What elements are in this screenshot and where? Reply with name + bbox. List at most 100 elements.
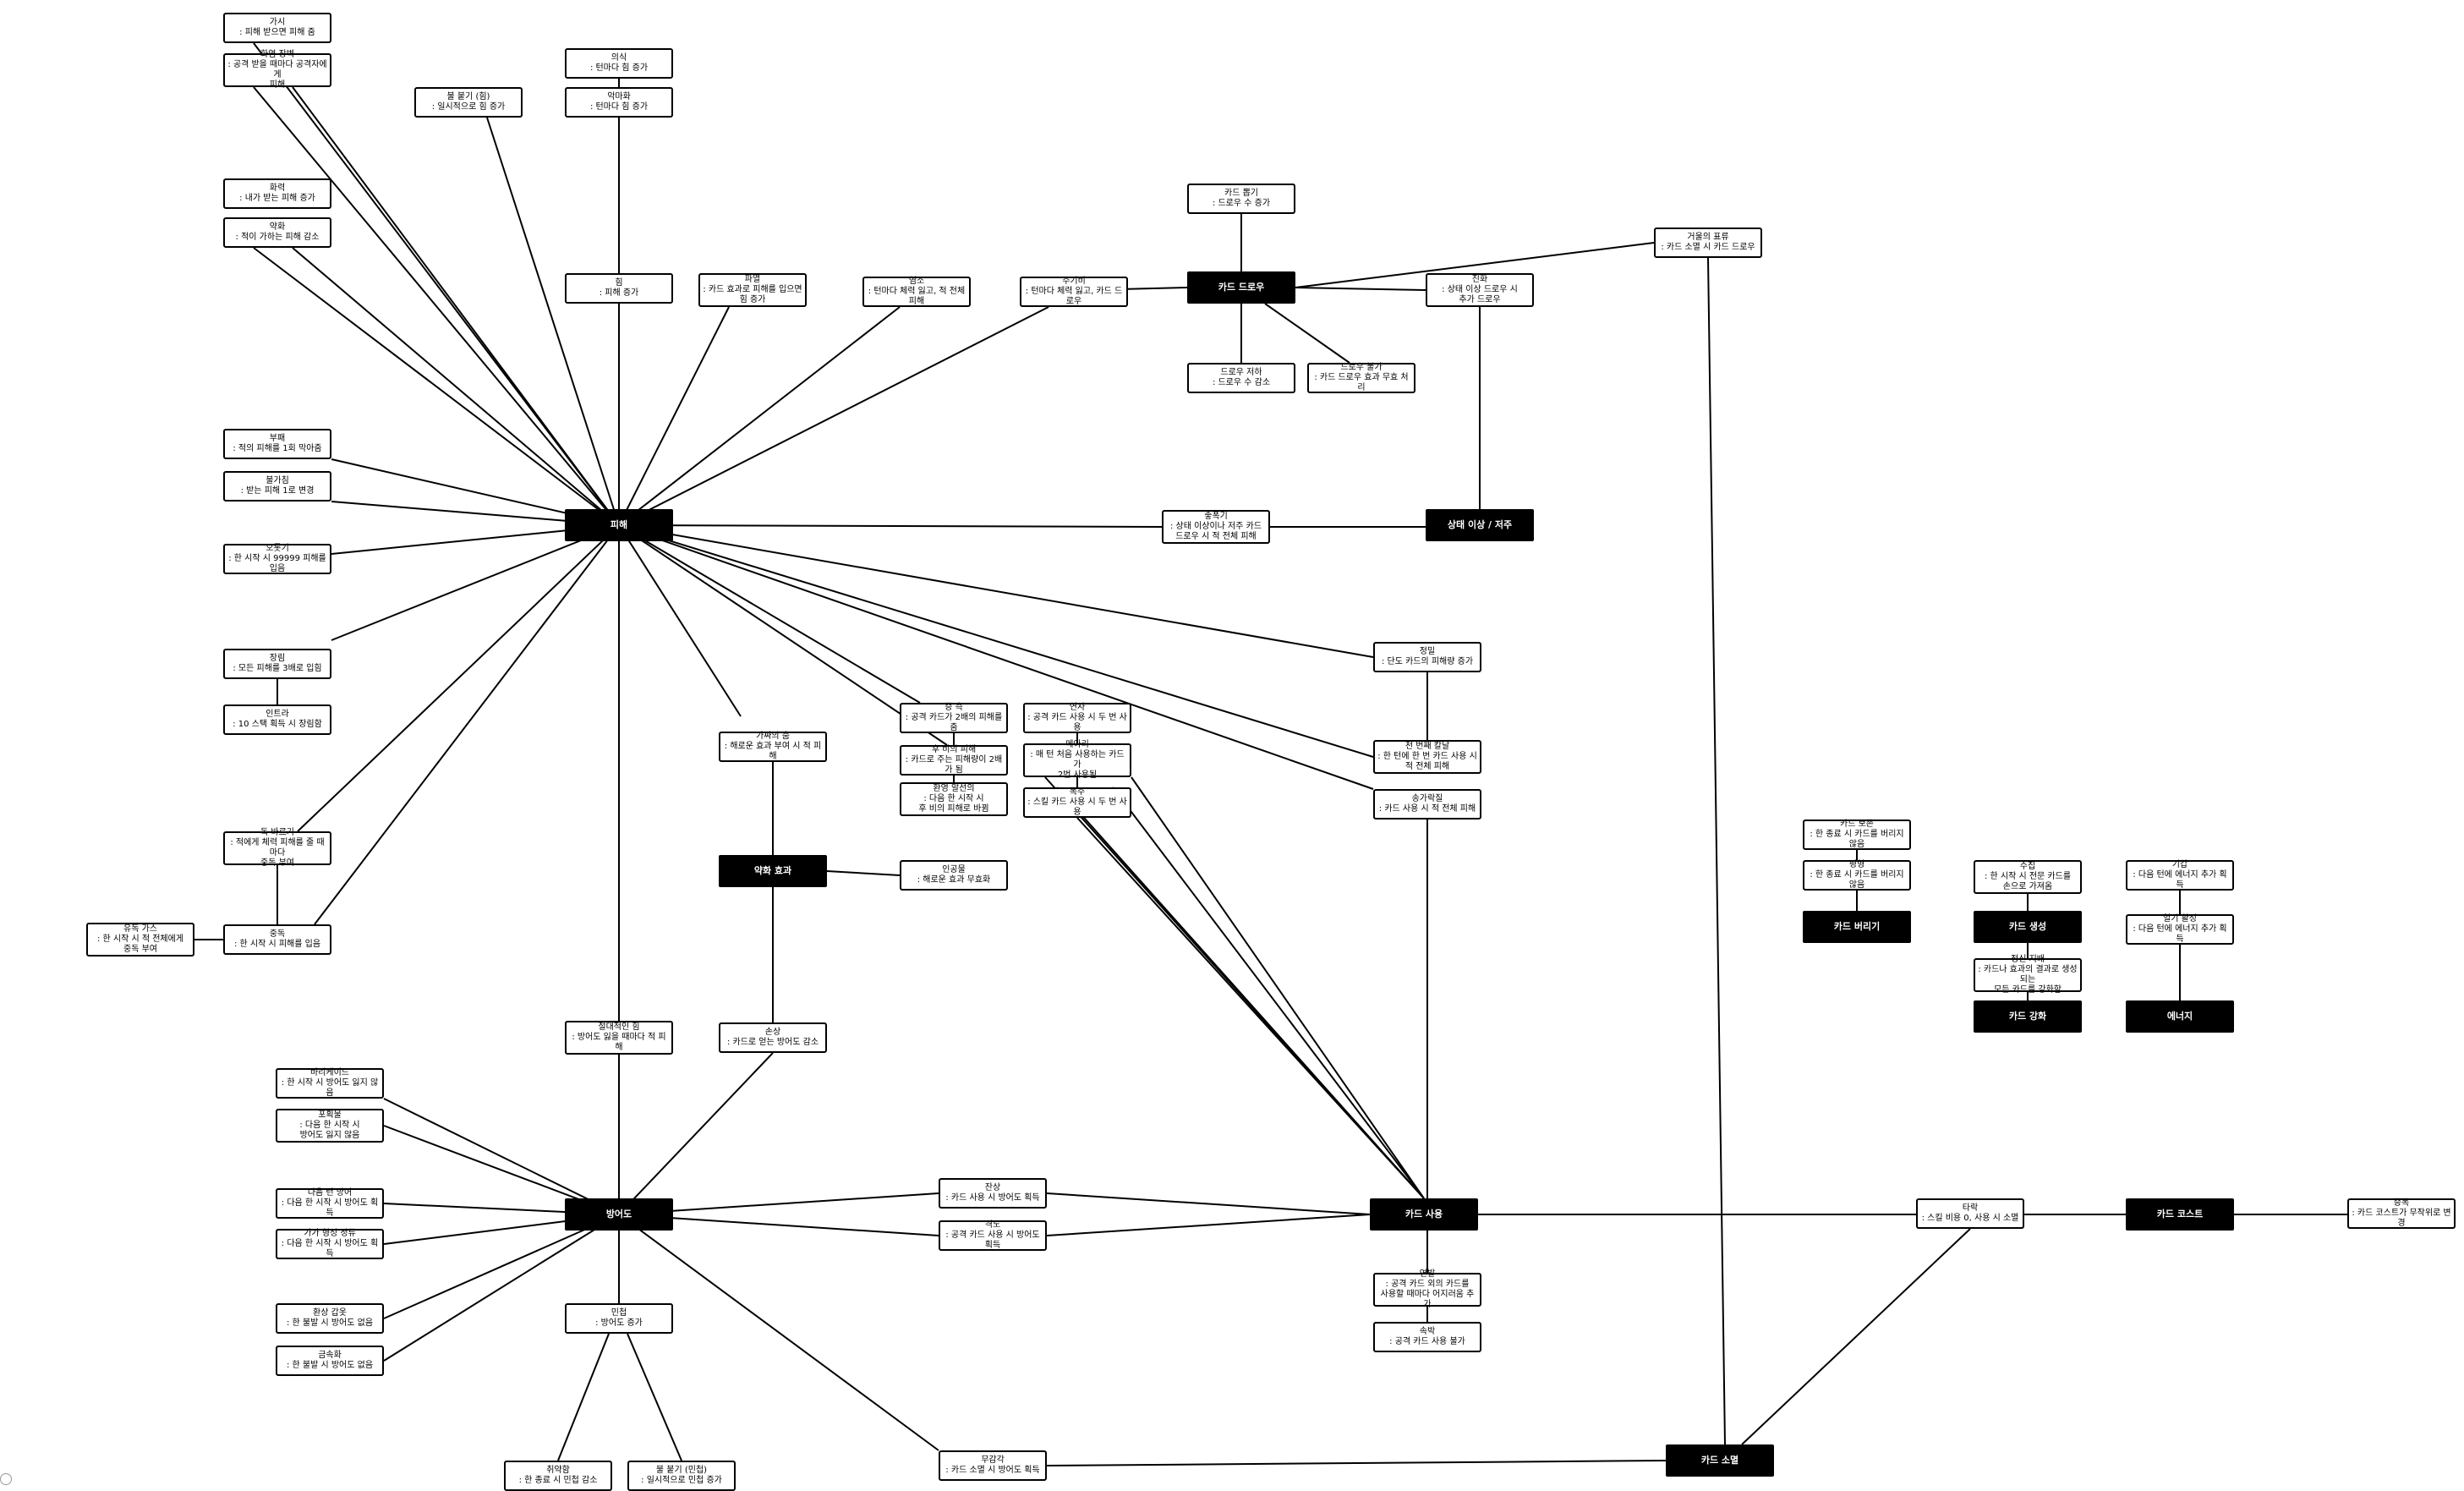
hub-card-use[interactable]: 카드 사용: [1370, 1198, 1478, 1231]
connector-line: [1046, 1192, 1371, 1215]
node-flex-dexterity[interactable]: 불 붙기 (민첩) : 일시적으로 민첩 증가: [627, 1461, 736, 1491]
hub-card-upgrade[interactable]: 카드 강화: [1974, 1000, 2082, 1033]
node-sadistic-nature[interactable]: 가짜의 춤 : 해로운 효과 부여 시 적 피해: [719, 732, 827, 762]
connector-line: [383, 1098, 620, 1215]
node-no-draw[interactable]: 드로우 불가 : 카드 드로우 효과 무효 처리: [1307, 363, 1415, 393]
connector-line: [1112, 787, 1425, 1199]
connector-line: [383, 1214, 620, 1319]
node-thorns[interactable]: 가시 : 피해 받으면 피해 줌: [223, 13, 331, 43]
connector-line: [1056, 787, 1425, 1199]
hub-weakness[interactable]: 약화 효과: [719, 855, 827, 887]
node-juggernaut[interactable]: 절대적인 힘 : 방어도 잃을 때마다 적 피해: [565, 1021, 673, 1055]
node-energized[interactable]: 기갑 : 다음 턴에 에너지 추가 획득: [2126, 860, 2234, 891]
hub-energy[interactable]: 에너지: [2126, 1000, 2234, 1033]
node-blur[interactable]: 포획물 : 다음 한 시작 시 방어도 잃지 않음: [276, 1109, 384, 1143]
hub-card-create[interactable]: 카드 생성: [1974, 911, 2082, 943]
node-intangible[interactable]: 불가침 : 받는 피해 1로 변경: [223, 471, 331, 502]
node-entangled[interactable]: 속박 : 공격 카드 사용 불가: [1373, 1322, 1481, 1352]
node-dexterity-down[interactable]: 취약함 : 한 종료 시 민첩 감소: [504, 1461, 612, 1491]
connector-line: [618, 524, 742, 717]
node-panache[interactable]: 송가락질 : 카드 사용 시 적 전체 피해: [1373, 789, 1481, 820]
node-brutality[interactable]: 주기비 : 턴마다 체력 잃고, 카드 드로우: [1020, 277, 1128, 307]
node-retain[interactable]: 카드 보존 : 한 종료 시 카드를 버리지 않음: [1803, 820, 1911, 850]
node-phantasmal[interactable]: 환영 알선의 : 다음 한 시작 시 후 비의 피해로 바뀜: [900, 782, 1008, 816]
node-artifact[interactable]: 인공물 : 해로운 효과 무효화: [900, 860, 1008, 891]
connector-line: [618, 524, 921, 704]
node-corruption[interactable]: 타락 : 스킬 비용 0, 사용 시 소멸: [1916, 1198, 2024, 1229]
node-hex[interactable]: 연발 : 공격 카드 외의 카드를 사용할 때마다 어지러움 추가: [1373, 1269, 1481, 1309]
node-frail[interactable]: 손상 : 카드로 얻는 방어도 감소: [719, 1022, 827, 1053]
connector-line: [253, 86, 620, 526]
connector-line: [253, 247, 620, 526]
node-weak[interactable]: 약화 : 적이 가하는 피해 감소: [223, 217, 331, 248]
node-rage[interactable]: 격노 : 공격 카드 사용 시 방어도 획득: [939, 1220, 1047, 1251]
node-barricade[interactable]: 바리케이드 : 한 시작 시 방어도 잃지 않음: [276, 1068, 384, 1099]
hub-card-exhaust[interactable]: 카드 소멸: [1666, 1444, 1774, 1477]
connector-line: [618, 306, 1049, 526]
node-envenom[interactable]: 독 바르기 : 적에게 체력 피해를 줄 때마다 중독 부여: [223, 828, 331, 868]
connector-line: [1046, 1460, 1667, 1466]
node-next-turn-block[interactable]: 다음 턴 방어 : 다음 한 시작 시 방어도 획득: [276, 1188, 384, 1219]
connector-line: [1295, 242, 1655, 288]
node-master-reality[interactable]: 정신 지배 : 카드나 효과의 결과로 생성되는 모든 카드를 강화함: [1974, 955, 2082, 995]
node-draw-reduction[interactable]: 드로우 저하 : 드로우 수 감소: [1187, 363, 1295, 393]
node-echo-form[interactable]: 메아리 : 매 턴 처음 사용하는 카드가 2번 사용됨: [1023, 740, 1131, 780]
node-plated-armor[interactable]: 가가 형성 정류 : 다음 한 시작 시 방어도 획득: [276, 1229, 384, 1259]
hub-card-draw[interactable]: 카드 드로우: [1187, 271, 1295, 304]
connector-line: [1707, 257, 1726, 1445]
node-rupture[interactable]: 파열 : 카드 효과로 피해를 입으면 힘 증가: [698, 273, 807, 307]
node-collect[interactable]: 수집 : 한 시작 시 전문 카드를 손으로 가져옴: [1974, 860, 2082, 894]
connector-line: [627, 1333, 682, 1461]
connector-line: [618, 524, 948, 746]
connector-line: [1741, 1228, 1971, 1445]
node-thousand-cuts[interactable]: 천 번째 칼날 : 한 턴에 한 번 카드 사용 시 적 전체 피해: [1373, 740, 1481, 774]
node-flame-barrier[interactable]: 화염 장벽 : 공격 받을 때마다 공격자에게 피해: [223, 50, 331, 90]
corner-indicator-icon: [0, 1473, 12, 1485]
connector-line: [486, 117, 620, 526]
node-mantra[interactable]: 인트라 : 10 스택 획득 시 장림함: [223, 704, 331, 735]
node-pen-nib[interactable]: 증 측 : 공격 카드가 2배의 피해를 줌: [900, 703, 1008, 733]
hub-status-curse[interactable]: 상태 이상 / 저주: [1426, 509, 1534, 541]
node-vulnerable[interactable]: 화력 : 내가 받는 피해 증가: [223, 178, 331, 209]
node-doom[interactable]: 오롯기 : 한 시작 시 99999 피해를 입음: [223, 544, 331, 574]
node-fire-breathing[interactable]: 좋폭기 : 상태 이상이나 저주 카드 드로우 시 적 전체 피해: [1162, 510, 1270, 544]
node-metallicize[interactable]: 금속화 : 한 불발 시 방어도 없음: [276, 1346, 384, 1376]
node-strength[interactable]: 힘 : 피해 증가: [565, 273, 673, 304]
node-illusion-armor[interactable]: 환상 갑옷 : 한 불발 시 방어도 없음: [276, 1303, 384, 1334]
node-evolve[interactable]: 진화 : 상태 이상 드로우 시 추가 드로우: [1426, 273, 1534, 307]
connector-line: [1131, 776, 1425, 1199]
connector-line: [618, 524, 1374, 790]
hub-damage[interactable]: 피해: [565, 509, 673, 541]
node-demon-form[interactable]: 악마화 : 턴마다 힘 증가: [565, 87, 673, 118]
node-dexterity[interactable]: 민첩 : 방어도 증가: [565, 1303, 673, 1334]
node-mirror-drift[interactable]: 거울의 표류 : 카드 소멸 시 카드 드로우: [1654, 227, 1762, 258]
connector-line: [618, 1214, 939, 1451]
node-accuracy[interactable]: 정밀 : 단도 카드의 피해량 증가: [1373, 642, 1481, 672]
node-double-damage[interactable]: 후 비의 피해 : 카드로 주는 피해량이 2배가 됨: [900, 745, 1008, 776]
hub-block[interactable]: 방어도: [565, 1198, 673, 1231]
connector-line: [1295, 287, 1426, 291]
node-poison[interactable]: 중독 : 한 시작 시 피해를 입음: [223, 924, 331, 955]
node-ritual[interactable]: 의식 : 턴마다 힘 증가: [565, 48, 673, 79]
node-double-tap[interactable]: 연사 : 공격 카드 사용 시 두 번 사용: [1023, 703, 1131, 733]
connector-line: [292, 86, 620, 526]
node-feel-no-pain[interactable]: 무감각 : 카드 소멸 시 방어도 획득: [939, 1450, 1047, 1481]
connector-line: [383, 1214, 620, 1362]
node-after-image[interactable]: 잔상 : 카드 사용 시 방어도 획득: [939, 1178, 1047, 1209]
node-amplify[interactable]: 증폭 : 카드 코스트가 무작위로 변경: [2347, 1198, 2456, 1229]
node-noxious-fumes[interactable]: 유독 가스 : 한 시작 시 적 전체에게 중독 부여: [86, 923, 194, 957]
node-combust[interactable]: 염소 : 턴마다 체력 잃고, 적 전체 피해: [862, 277, 971, 307]
connector-line: [618, 306, 730, 526]
node-equilibrium[interactable]: 평형 : 한 종료 시 카드를 버리지 않음: [1803, 860, 1911, 891]
node-burst[interactable]: 폭주 : 스킬 카드 사용 시 두 번 사용: [1023, 787, 1131, 818]
node-draw-up[interactable]: 카드 뽑기 : 드로우 수 증가: [1187, 184, 1295, 214]
connector-line: [557, 1333, 610, 1461]
node-buffer[interactable]: 부패 : 적의 피해를 1회 막아줌: [223, 429, 331, 459]
hub-card-cost[interactable]: 카드 코스트: [2126, 1198, 2234, 1231]
node-enlightened[interactable]: 얼기 활성 : 다음 턴에 에너지 추가 획득: [2126, 914, 2234, 945]
node-flex-strength[interactable]: 불 붙기 (힘) : 일시적으로 힘 증가: [414, 87, 523, 118]
hub-card-discard[interactable]: 카드 버리기: [1803, 911, 1911, 943]
node-wrath[interactable]: 장림 : 모든 피해를 3배로 입힘: [223, 649, 331, 679]
connector-line: [314, 524, 620, 925]
